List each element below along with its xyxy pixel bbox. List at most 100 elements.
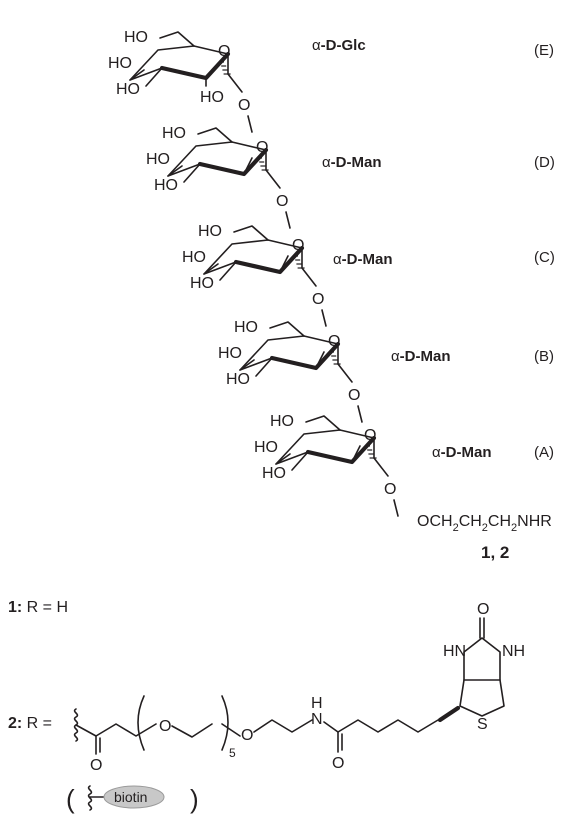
linkage-to-next (285, 211, 291, 229)
linkage-oxygen: O (348, 387, 360, 404)
thiophane-ring (459, 679, 505, 717)
c3-oh-bond (255, 357, 273, 377)
legend-close-paren: ) (190, 784, 199, 814)
c6-bond (197, 127, 233, 143)
r-h-definition: 1: R = H (8, 599, 68, 616)
ring-oxygen: O (292, 237, 304, 254)
alpha-hashed-bond (294, 255, 305, 269)
linkage-to-next (247, 115, 253, 133)
nh-left: HN (443, 643, 466, 660)
hydroxyl-c4: HO (182, 249, 206, 266)
residue-label: α-D-Man (391, 348, 451, 365)
hydroxyl-c4: HO (254, 439, 278, 456)
sugar-unit-e: O HO HO HO HO O (108, 29, 253, 133)
hydroxyl-c2: HO (200, 89, 224, 106)
amide-hydrogen: H (311, 695, 323, 712)
linkage-to-next (393, 499, 399, 517)
residue-tag: (D) (534, 154, 555, 171)
glycosidic-bond (227, 73, 243, 93)
sulfur-atom: S (477, 716, 488, 733)
sugar-unit-a: O HO HO HO O (254, 413, 399, 517)
legend-squiggle-icon (87, 785, 93, 811)
glycosidic-bond (337, 363, 353, 383)
compound-label: 1, 2 (481, 543, 509, 562)
hydroxyl-c6: HO (198, 223, 222, 240)
residue-tag: (E) (534, 42, 554, 59)
hydroxyl-c3: HO (154, 177, 178, 194)
ring-oxygen: O (256, 139, 268, 156)
c4-oh-bond (203, 263, 219, 275)
residue-tag: (B) (534, 348, 554, 365)
repeat-open-paren (137, 695, 145, 751)
residue-label: α-D-Man (322, 154, 382, 171)
c4-oh-bond (167, 165, 183, 177)
glycosidic-bond (265, 169, 281, 189)
hydroxyl-c3: HO (226, 371, 250, 388)
c2-axial-bond (279, 255, 289, 273)
c2-axial-bond (315, 351, 325, 369)
c6-bond (233, 225, 269, 241)
c6-bond (159, 31, 195, 47)
r-biotin-definition: 2: R = (8, 715, 52, 732)
c6-bond (269, 321, 305, 337)
legend-open-paren: ( (66, 784, 75, 814)
biotin-legend: ( biotin ) (66, 784, 199, 814)
aglycone-text: OCH2CH2CH2NHR (417, 513, 552, 534)
linkage-to-next (357, 405, 363, 423)
aglycone-chain: OCH2CH2CH2NHR (417, 513, 552, 534)
hydroxyl-c3: HO (190, 275, 214, 292)
linkage-to-next (321, 309, 327, 327)
linkage-oxygen: O (276, 193, 288, 210)
biotin-pill-icon (103, 785, 165, 809)
c3-oh-bond (219, 261, 237, 281)
hydroxyl-c4: HO (218, 345, 242, 362)
amide-nitrogen: N (311, 711, 323, 728)
hydroxyl-c6: HO (162, 125, 186, 142)
hydroxyl-c4: HO (108, 55, 132, 72)
c4-oh-bond (275, 453, 291, 465)
residue-label: α-D-Man (432, 444, 492, 461)
c4-oh-bond (129, 69, 145, 81)
hydroxyl-c6: HO (124, 29, 148, 46)
linker-bond (221, 723, 241, 737)
hydroxyl-c3: HO (116, 81, 140, 98)
ring-oxygen: O (364, 427, 376, 444)
linkage-oxygen: O (238, 97, 250, 114)
nh-right: NH (502, 643, 525, 660)
imidazolidinone-ring (463, 637, 501, 681)
linkage-oxygen: O (384, 481, 396, 498)
amide-bond (323, 719, 439, 733)
biotin-pill-label: biotin (114, 789, 147, 805)
hydroxyl-c6: HO (270, 413, 294, 430)
ring-oxygen: O (328, 333, 340, 350)
linkage-oxygen: O (312, 291, 324, 308)
carbonyl-oxygen-1: O (90, 757, 102, 774)
c6-bond (305, 415, 341, 431)
peg-oxygen-1: O (159, 718, 171, 735)
repeat-close-paren (221, 695, 229, 751)
hydroxyl-c6: HO (234, 319, 258, 336)
acyl-chain-bond (75, 723, 157, 737)
c2-axial-bond (243, 157, 253, 175)
glycosidic-bond (301, 267, 317, 287)
pyranose-ring (129, 45, 229, 81)
sugar-unit-c: O HO HO HO O (182, 223, 327, 327)
ethylamine-bond (253, 719, 313, 733)
residue-tag: (C) (534, 249, 555, 266)
sugar-unit-b: O HO HO HO O (218, 319, 363, 423)
c2-axial-bond (351, 445, 361, 463)
residue-label: α-D-Man (333, 251, 393, 268)
peg-repeat-bond (171, 723, 213, 738)
c3-oh-bond (291, 451, 309, 471)
c4-oh-bond (239, 359, 255, 371)
repeat-count: 5 (229, 746, 236, 760)
amide-oxygen: O (332, 755, 344, 772)
peg-oxygen-2: O (241, 727, 253, 744)
residue-tag: (A) (534, 444, 554, 461)
ring-oxygen: O (218, 43, 230, 60)
c3-oh-bond (145, 67, 163, 87)
hydroxyl-c3: HO (262, 465, 286, 482)
residue-label: α-D-Glc (312, 37, 366, 54)
